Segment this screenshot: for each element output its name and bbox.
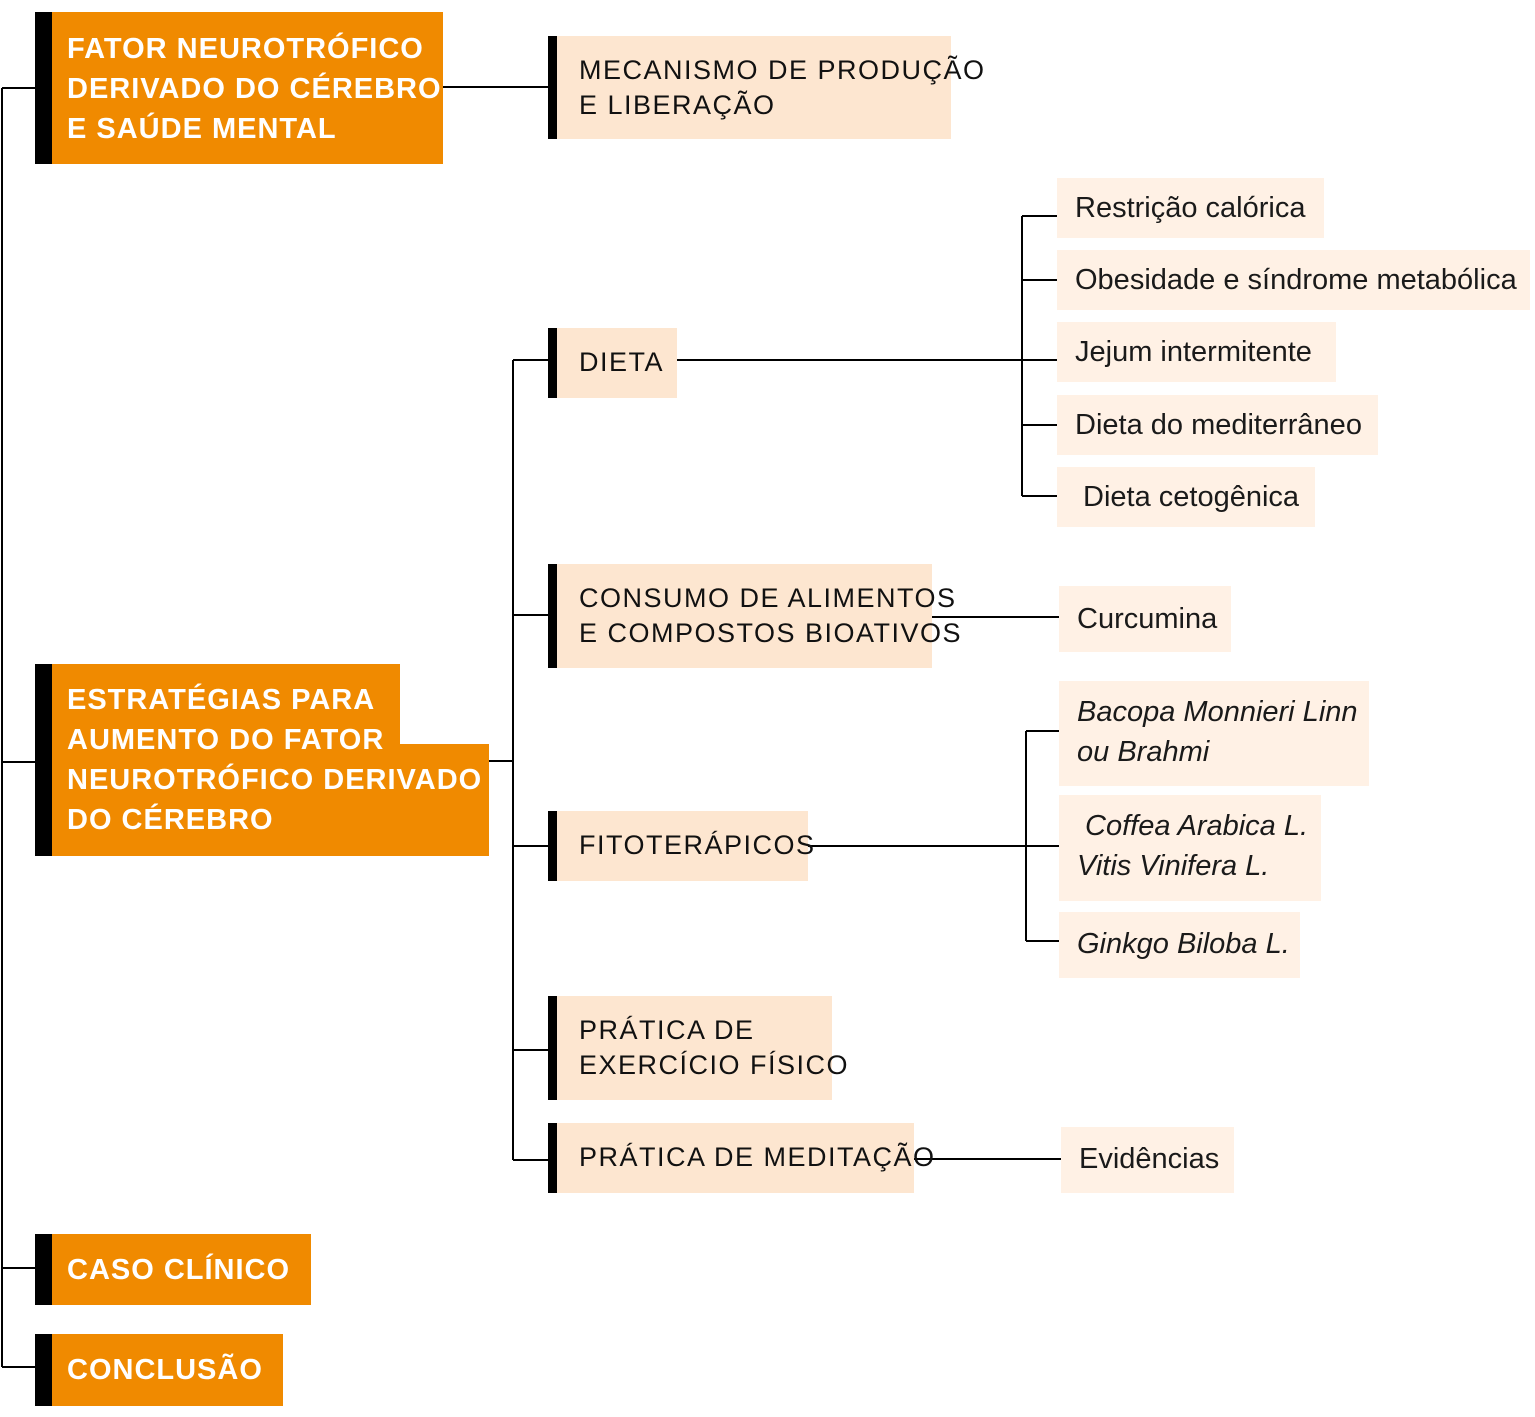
leaf-text: Dieta do mediterrâneo [1075, 409, 1362, 441]
main-box-line: E SAÚDE MENTAL [67, 113, 337, 145]
leaf-coffea-vitis: Coffea Arabica L. Vitis Vinifera L. [1059, 795, 1321, 901]
leaf-text: Curcumina [1077, 603, 1218, 635]
main-box-accent-bar [35, 12, 52, 164]
sub-box-mecanismo: MECANISMO DE PRODUÇÃO E LIBERAÇÃO [548, 36, 984, 139]
sub-box-accent-bar [548, 996, 557, 1100]
sub-box-consumo: CONSUMO DE ALIMENTOS E COMPOSTOS BIOATIV… [548, 564, 961, 668]
sub-box-text: CONSUMO DE ALIMENTOS E COMPOSTOS BIOATIV… [579, 581, 962, 651]
main-box-caso-clinico: CASO CLÍNICO [35, 1234, 311, 1305]
sub-box-meditacao: PRÁTICA DE MEDITAÇÃO [548, 1123, 934, 1193]
leaf-jejum-intermitente: Jejum intermitente [1057, 322, 1336, 382]
main-box-notch [400, 664, 489, 744]
sub-box-fitoterapicos: FITOTERÁPICOS [548, 811, 814, 881]
sub-box-line: DIETA [579, 347, 665, 377]
sub-box-line: PRÁTICA DE [579, 1015, 755, 1045]
leaf-restricao-calorica: Restrição calórica [1057, 178, 1324, 238]
sub-box-dieta: DIETA [548, 328, 677, 398]
sub-box-accent-bar [548, 36, 557, 139]
leaf-evidencias: Evidências [1061, 1127, 1234, 1193]
sub-box-text: PRÁTICA DE MEDITAÇÃO [579, 1140, 936, 1175]
leaf-text: Dieta cetogênica [1083, 481, 1300, 513]
main-box-accent-bar [35, 1234, 52, 1305]
leaf-text: Bacopa Monnieri Linn ou Brahmi [1077, 692, 1358, 772]
main-box-text: ESTRATÉGIAS PARA AUMENTO DO FATOR NEUROT… [67, 680, 482, 840]
leaf-text: Jejum intermitente [1075, 336, 1312, 368]
sub-box-line: E COMPOSTOS BIOATIVOS [579, 618, 963, 648]
main-box-line: FATOR NEUROTRÓFICO [67, 33, 424, 65]
main-box-line: CONCLUSÃO [67, 1354, 263, 1386]
main-box-line: DO CÉREBRO [67, 804, 274, 836]
sub-box-line: E LIBERAÇÃO [579, 90, 776, 120]
leaf-obesidade: Obesidade e síndrome metabólica [1057, 250, 1530, 310]
leaf-text: Ginkgo Biloba L. [1077, 924, 1290, 964]
sub-box-line: PRÁTICA DE MEDITAÇÃO [579, 1142, 936, 1172]
leaf-line: Bacopa Monnieri Linn [1077, 696, 1358, 728]
leaf-curcumina: Curcumina [1059, 586, 1231, 652]
main-box-line: DERIVADO DO CÉREBRO [67, 73, 442, 105]
main-box-text: CONCLUSÃO [67, 1350, 263, 1390]
sub-box-exercicio: PRÁTICA DE EXERCÍCIO FÍSICO [548, 996, 848, 1100]
sub-box-line: EXERCÍCIO FÍSICO [579, 1050, 850, 1080]
sub-box-text: MECANISMO DE PRODUÇÃO E LIBERAÇÃO [579, 53, 986, 123]
main-box-line: ESTRATÉGIAS PARA [67, 684, 376, 716]
sub-box-text: DIETA [579, 345, 664, 380]
main-box-accent-bar [35, 664, 52, 856]
sub-box-line: CONSUMO DE ALIMENTOS [579, 583, 957, 613]
sub-box-line: MECANISMO DE PRODUÇÃO [579, 55, 986, 85]
leaf-line: Vitis Vinifera L. [1077, 850, 1270, 882]
leaf-line: ou Brahmi [1077, 736, 1210, 768]
main-box-fator-neurotrofico: FATOR NEUROTRÓFICO DERIVADO DO CÉREBRO E… [35, 12, 443, 164]
leaf-text: Coffea Arabica L. Vitis Vinifera L. [1077, 806, 1308, 886]
main-box-text: FATOR NEUROTRÓFICO DERIVADO DO CÉREBRO E… [67, 29, 442, 149]
sub-box-accent-bar [548, 564, 557, 668]
main-box-line: AUMENTO DO FATOR [67, 724, 385, 756]
leaf-text: Obesidade e síndrome metabólica [1075, 264, 1517, 296]
leaf-dieta-mediterraneo: Dieta do mediterrâneo [1057, 395, 1378, 455]
sub-box-accent-bar [548, 1123, 557, 1193]
sub-box-accent-bar [548, 328, 557, 398]
main-box-text: CASO CLÍNICO [67, 1250, 290, 1290]
main-box-accent-bar [35, 1334, 52, 1406]
sub-box-text: PRÁTICA DE EXERCÍCIO FÍSICO [579, 1013, 849, 1083]
sub-box-line: FITOTERÁPICOS [579, 830, 816, 860]
leaf-ginkgo-biloba: Ginkgo Biloba L. [1059, 912, 1300, 978]
main-box-estrategias: ESTRATÉGIAS PARA AUMENTO DO FATOR NEUROT… [35, 664, 489, 856]
main-box-line: NEUROTRÓFICO DERIVADO [67, 764, 483, 796]
main-box-conclusao: CONCLUSÃO [35, 1334, 283, 1406]
main-box-line: CASO CLÍNICO [67, 1254, 291, 1286]
sub-box-text: FITOTERÁPICOS [579, 828, 816, 863]
leaf-text: Restrição calórica [1075, 192, 1306, 224]
leaf-text: Evidências [1079, 1143, 1220, 1175]
leaf-line: Coffea Arabica L. [1077, 810, 1309, 842]
sub-box-accent-bar [548, 811, 557, 881]
leaf-line: Ginkgo Biloba L. [1077, 928, 1290, 960]
leaf-bacopa-monnieri: Bacopa Monnieri Linn ou Brahmi [1059, 681, 1369, 786]
leaf-dieta-cetogenica: Dieta cetogênica [1057, 467, 1315, 527]
